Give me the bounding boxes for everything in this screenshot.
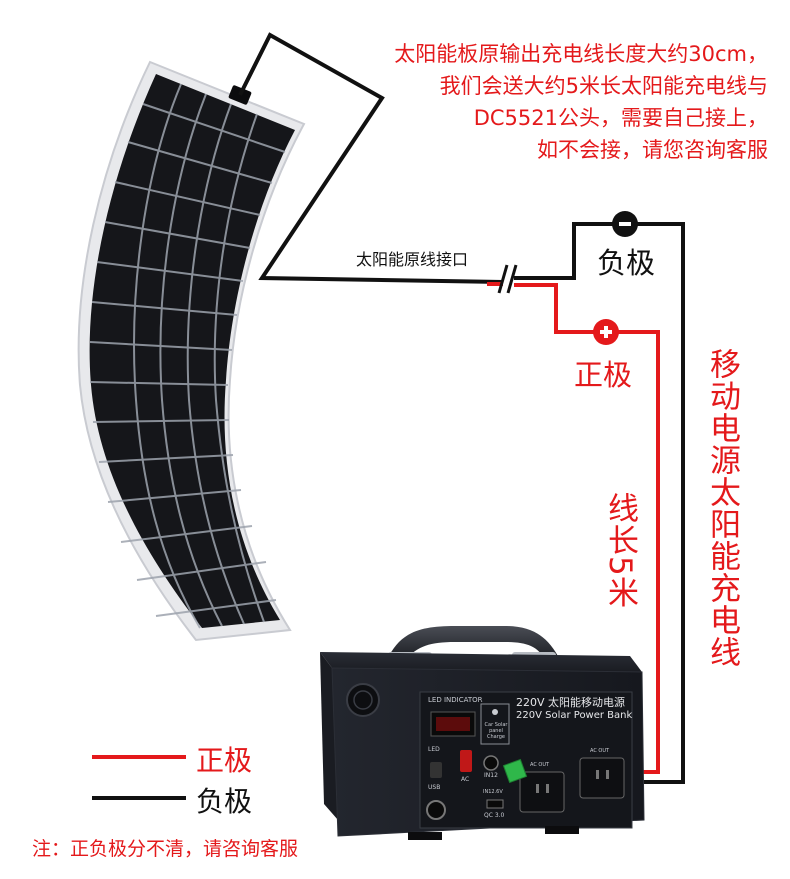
cable-length-label: 线长5米 [602, 492, 638, 609]
positive-label: 正极 [574, 358, 633, 392]
negative-label: 负极 [597, 246, 656, 280]
ac-switch-label: AC [461, 776, 470, 783]
note-line-2: 我们会送大约5米长太阳能充电线与 [439, 74, 768, 98]
footnote: 注：正负极分不清，请咨询客服 [32, 838, 299, 860]
negative-terminal-icon [612, 211, 638, 237]
device-title-cn: 220V 太阳能移动电源 [516, 696, 626, 709]
in12-label: IN12 [484, 772, 498, 779]
usb-label: USB [428, 784, 441, 791]
in12v-label: IN12.6V [483, 789, 503, 795]
device-title-en: 220V Solar Power Bank [516, 710, 633, 721]
ac-out-label-2: AC OUT [590, 748, 610, 754]
qc-label: QC 3.0 [484, 812, 505, 819]
power-bank-device [320, 626, 645, 840]
note-line-3: DC5521公头，需要自己接上， [473, 106, 768, 130]
legend-negative-label: 负极 [196, 785, 253, 818]
legend-positive-label: 正极 [196, 744, 253, 777]
cable-name-label: 移动电源太阳能充电线 [704, 348, 740, 668]
ac-out-label-1: AC OUT [530, 762, 550, 768]
original-connector-label: 太阳能原线接口 [356, 250, 469, 269]
led-label: LED [428, 746, 440, 753]
positive-terminal-icon [593, 319, 619, 345]
note-line-1: 太阳能板原输出充电线长度大约30cm， [394, 42, 768, 66]
solar-panel [77, 60, 306, 642]
cable-break-mark [497, 264, 518, 294]
led-indicator-label: LED INDICATOR [428, 696, 483, 704]
mode-label: Car Solar panel Charge [484, 722, 508, 740]
original-panel-cable [238, 32, 504, 284]
note-line-4: 如不会接，请您咨询客服 [537, 138, 768, 162]
